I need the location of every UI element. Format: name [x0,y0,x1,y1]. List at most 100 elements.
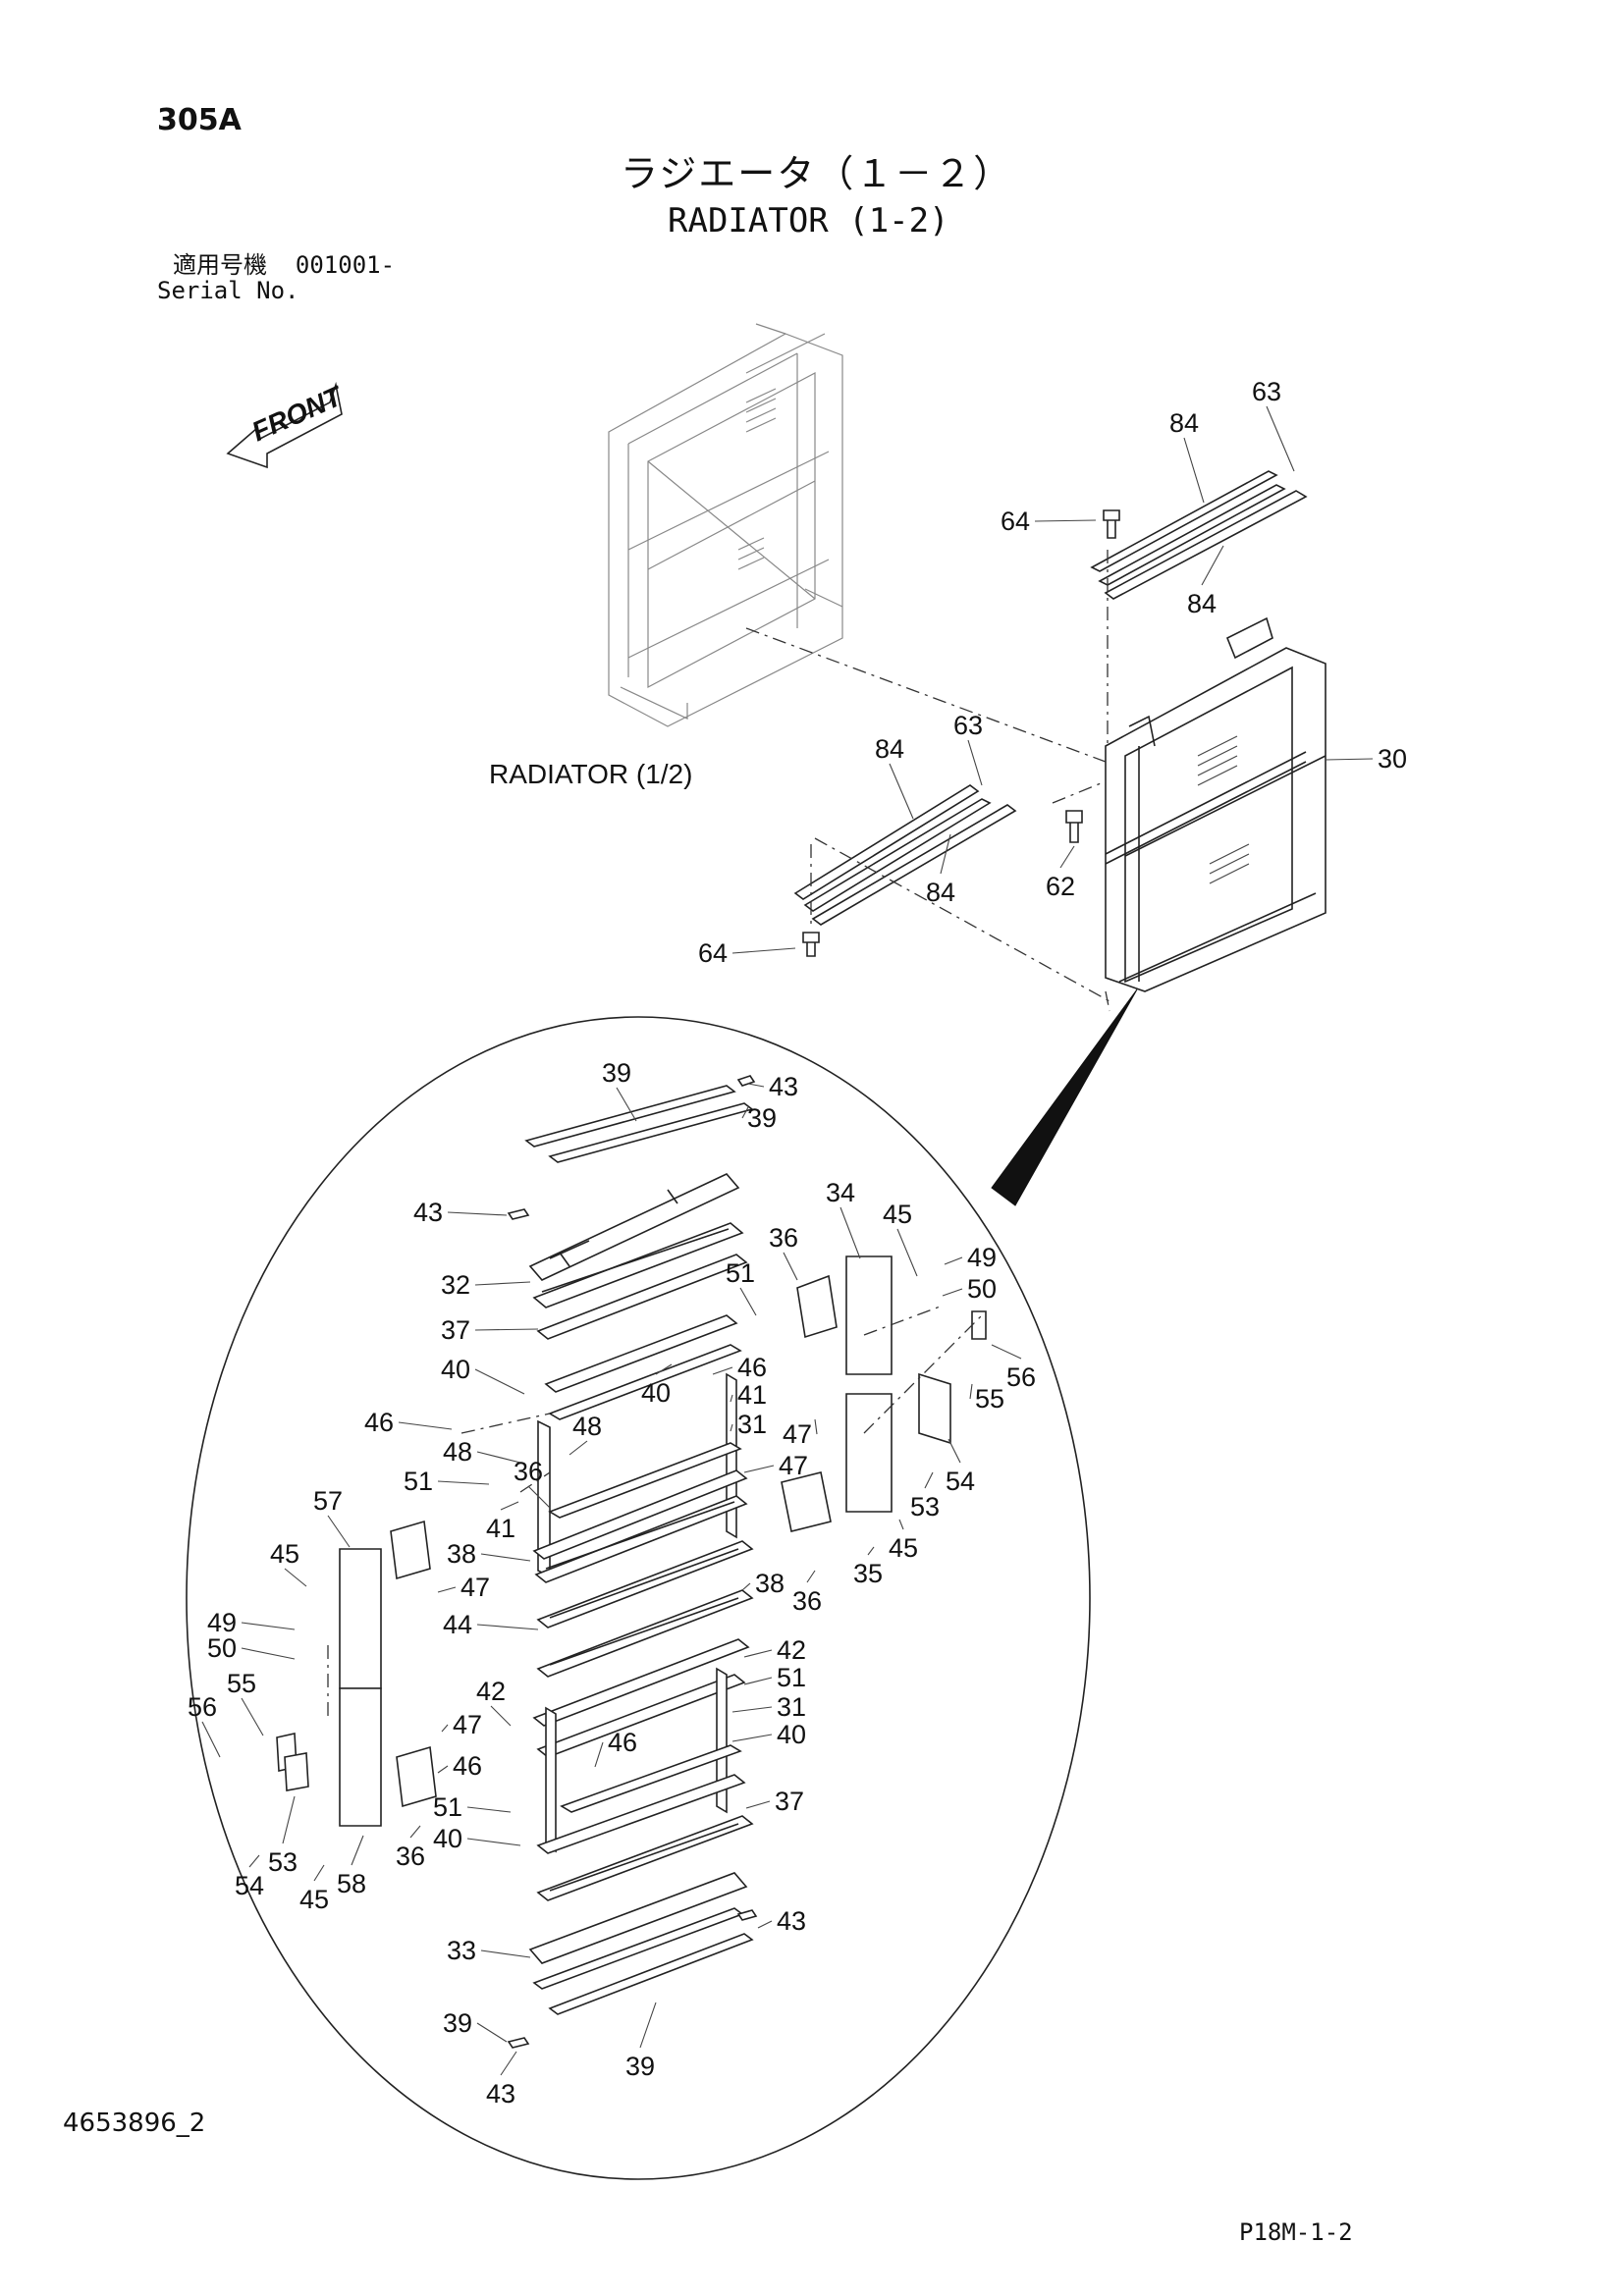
page-reference: P18M-1-2 [1239,2218,1353,2246]
callout-leader-line [527,1485,551,1509]
callout-45: 45 [889,1519,918,1563]
callout-label: 48 [572,1412,602,1441]
callout-46: 46 [594,1728,637,1768]
callout-42: 42 [743,1635,806,1665]
callout-label: 31 [777,1692,806,1722]
callout-84: 84 [926,833,955,907]
callout-leader-line [466,1806,512,1813]
callout-label: 37 [441,1315,470,1345]
callout-63: 63 [1252,377,1295,472]
callout-leader-line [730,1394,733,1403]
callout-62: 62 [1046,845,1075,901]
callout-42: 42 [476,1677,512,1727]
callout-label: 38 [447,1539,476,1569]
callout-leader-line [437,1480,490,1485]
callout-label: 40 [641,1378,671,1408]
callout-leader-line [967,739,983,786]
callout-leader-line [655,1363,673,1375]
callout-leader-line [616,1087,637,1122]
callout-37: 37 [441,1315,539,1345]
callout-leader-line [839,1206,861,1259]
serial-label-english: Serial No. [157,277,299,304]
detail-circle [186,988,1138,2180]
callout-41: 41 [486,1501,519,1543]
callout-label: 39 [625,2052,655,2081]
callout-40: 40 [641,1363,673,1408]
title-japanese: ラジエータ（１－２） [621,152,1013,195]
callout-48: 48 [568,1412,602,1456]
callout-label: 42 [476,1677,506,1706]
callout-label: 39 [443,2008,472,2038]
callout-54: 54 [235,1854,264,1900]
callout-leader-line [474,1368,525,1395]
callout-84: 84 [875,734,914,820]
callout-leader-line [1325,758,1374,761]
bolt-64-lower [802,932,820,957]
callout-46: 46 [364,1408,453,1437]
callout-leader-line [437,1765,449,1774]
callout-label: 53 [268,1847,298,1877]
callout-36: 36 [514,1457,551,1509]
callout-label: 39 [747,1103,777,1133]
callout-leader-line [201,1721,221,1758]
callout-leader-line [731,1734,773,1742]
callout-leader-line [991,1344,1022,1360]
callout-leader-line [745,1800,771,1809]
callout-51: 51 [433,1792,512,1822]
callout-label: 49 [207,1608,237,1637]
callout-36: 36 [769,1223,798,1281]
callout-label: 36 [396,1842,425,1871]
callout-leader-line [639,2002,657,2049]
callout-leader-line [476,2022,508,2043]
callout-label: 45 [883,1200,912,1229]
callout-32: 32 [441,1270,531,1300]
callout-50: 50 [942,1274,997,1304]
callout-57: 57 [313,1486,351,1548]
drawing-number: 4653896_2 [63,2109,206,2138]
bolt-62 [1065,810,1083,843]
callout-39: 39 [625,2002,657,2081]
callout-38: 38 [447,1539,531,1569]
callout-leader-line [241,1622,296,1630]
callout-55: 55 [969,1383,1004,1414]
callout-label: 54 [235,1871,264,1900]
callout-label: 41 [486,1514,515,1543]
callout-leader-line [942,1288,963,1297]
callout-label: 62 [1046,872,1075,901]
callout-label: 45 [889,1533,918,1563]
callout-leader-line [747,1083,765,1088]
callout-leader-line [568,1440,588,1456]
callout-39: 39 [741,1103,777,1133]
callout-label: 47 [460,1573,490,1602]
callout-64: 64 [698,938,796,968]
callout-leader-line [594,1741,604,1768]
callout-84: 84 [1187,545,1224,618]
callout-47: 47 [743,1451,808,1480]
callout-35: 35 [853,1546,883,1588]
callout-leader-line [814,1418,818,1435]
callout-33: 33 [447,1936,531,1965]
callout-34: 34 [826,1178,861,1259]
callout-50: 50 [207,1633,296,1663]
title-english: RADIATOR (1-2) [668,201,949,240]
callout-label: 47 [783,1419,812,1449]
callout-53: 53 [268,1795,298,1877]
callout-label: 55 [227,1669,256,1698]
callout-43: 43 [486,2051,517,2109]
callout-label: 45 [299,1885,329,1914]
callout-label: 42 [777,1635,806,1665]
callout-54: 54 [946,1438,975,1496]
callout-label: 43 [769,1072,798,1101]
callout-leader-line [1266,405,1295,472]
callout-48: 48 [443,1437,521,1467]
callout-label: 31 [737,1410,767,1439]
callout-label: 63 [953,711,983,740]
callout-49: 49 [207,1608,296,1637]
callout-leader-line [947,1438,961,1464]
callout-47: 47 [783,1418,818,1449]
callout-label: 53 [910,1492,940,1522]
callout-38: 38 [741,1569,785,1598]
callout-46: 46 [437,1751,482,1781]
callout-63: 63 [953,711,983,786]
callout-leader-line [474,1281,531,1286]
